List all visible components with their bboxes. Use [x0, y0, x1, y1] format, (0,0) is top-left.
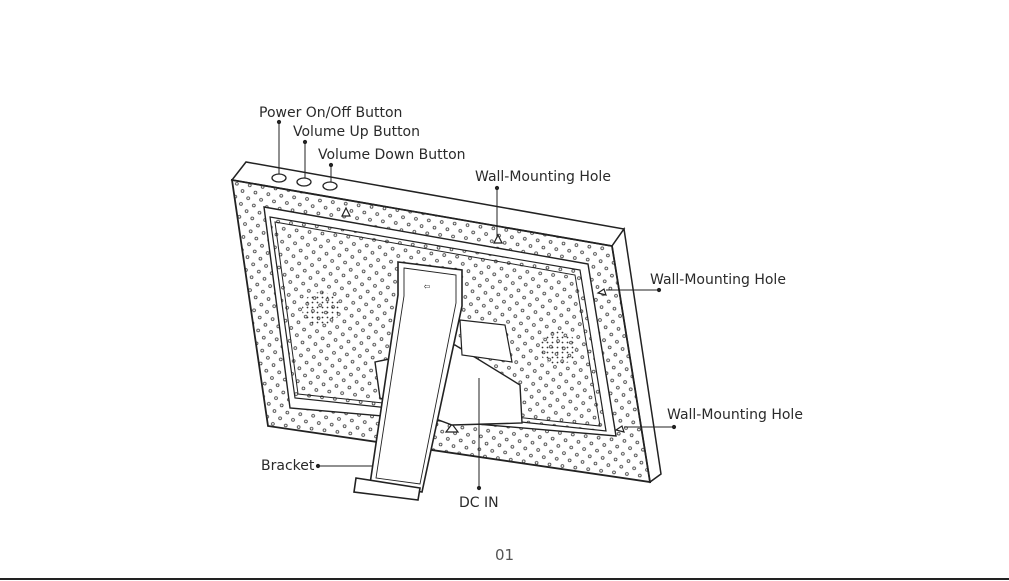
- dc-in-label: DC IN: [459, 495, 499, 511]
- volume-down-button-label: Volume Down Button: [318, 147, 466, 163]
- power-button-label: Power On/Off Button: [259, 105, 402, 121]
- wall-hole-right-label: Wall-Mounting Hole: [650, 272, 786, 288]
- speaker-grille-right: [539, 331, 577, 365]
- volume-up-button-label: Volume Up Button: [293, 124, 420, 140]
- page-number: 01: [0, 546, 1009, 564]
- svg-text:⇧: ⇧: [423, 283, 432, 290]
- wall-hole-bottom-label: Wall-Mounting Hole: [667, 407, 803, 423]
- wall-hole-top-label: Wall-Mounting Hole: [475, 169, 611, 185]
- speaker-grille-left: [302, 292, 340, 326]
- bracket-label: Bracket: [261, 458, 314, 474]
- page-divider: [0, 578, 1009, 580]
